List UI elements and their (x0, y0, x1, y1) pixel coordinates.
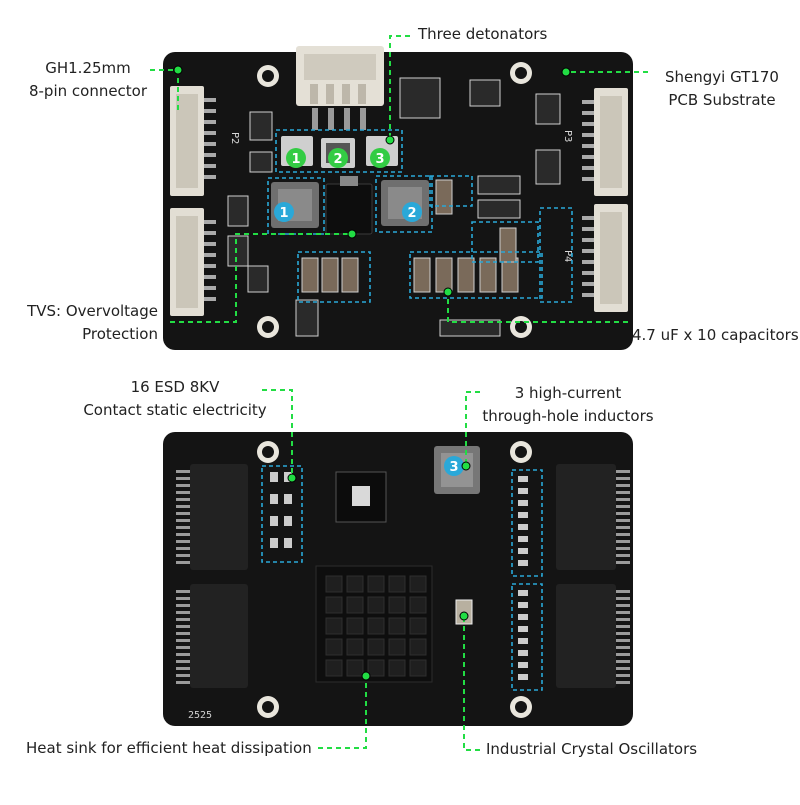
connector-p2-label: P2 (229, 132, 240, 144)
mounting-hole (510, 316, 532, 338)
heat-sink (315, 565, 433, 683)
label-substrate: Shengyi GT170 PCB Substrate (665, 68, 779, 109)
svg-text:2: 2 (333, 152, 342, 167)
transformer (556, 584, 616, 688)
label-capacitors: 4.7 uF x 10 capacitors (632, 326, 799, 344)
svg-text:3: 3 (449, 460, 458, 475)
annotation-leaders (150, 35, 648, 751)
mounting-hole (510, 441, 532, 463)
svg-text:1: 1 (279, 206, 288, 221)
silkscreen-text: 2525 (188, 710, 212, 721)
svg-text:2: 2 (407, 206, 416, 221)
connector-p3-label: P3 (562, 130, 573, 142)
svg-text:1: 1 (291, 152, 300, 167)
connector-p3 (594, 88, 628, 196)
label-detonators: Three detonators (418, 25, 548, 43)
capacitor (301, 257, 319, 293)
ethernet-chip (335, 471, 387, 523)
connector-p4-label: P4 (562, 250, 573, 262)
label-inductors: 3 high-current through-hole inductors (482, 384, 654, 425)
capacitor (413, 257, 431, 293)
connector-p2 (170, 86, 204, 196)
capacitor (499, 227, 517, 263)
capacitor (479, 257, 497, 293)
mounting-hole (257, 441, 279, 463)
capacitor (341, 257, 359, 293)
capacitor (501, 257, 519, 293)
detonator-badge-3: 3 (370, 148, 390, 168)
mounting-hole (257, 65, 279, 87)
top-pcb-board: P2 P1 P3 P4 (163, 46, 633, 350)
capacitor (435, 257, 453, 293)
label-esd: 16 ESD 8KV Contact static electricity (83, 378, 267, 419)
mounting-hole (510, 62, 532, 84)
svg-text:3: 3 (375, 152, 384, 167)
capacitor (457, 257, 475, 293)
bottom-pcb-board: 3 2525 (163, 432, 633, 726)
inductor-badge-3: 3 (444, 456, 464, 476)
capacitor (321, 257, 339, 293)
mounting-hole (257, 316, 279, 338)
label-crystal: Industrial Crystal Oscillators (486, 740, 698, 758)
inductor-badge-1: 1 (274, 202, 294, 222)
tvs-diode (325, 176, 373, 235)
label-connector: GH1.25mm 8-pin connector (28, 59, 148, 100)
label-heatsink: Heat sink for efficient heat dissipation (26, 739, 312, 757)
capacitor (435, 179, 453, 215)
connector-p4 (594, 204, 628, 312)
transformer (556, 464, 616, 570)
transformer (190, 584, 248, 688)
inductor-badge-2: 2 (402, 202, 422, 222)
mounting-hole (257, 696, 279, 718)
detonator-badge-1: 1 (286, 148, 306, 168)
label-tvs: TVS: Overvoltage Protection (27, 302, 158, 343)
inductor-1 (271, 182, 319, 228)
detonator-badge-2: 2 (328, 148, 348, 168)
connector-p1 (170, 208, 204, 316)
annotation-markers (173, 65, 571, 681)
transformer (190, 464, 248, 570)
power-header (296, 46, 384, 130)
mounting-hole (510, 696, 532, 718)
